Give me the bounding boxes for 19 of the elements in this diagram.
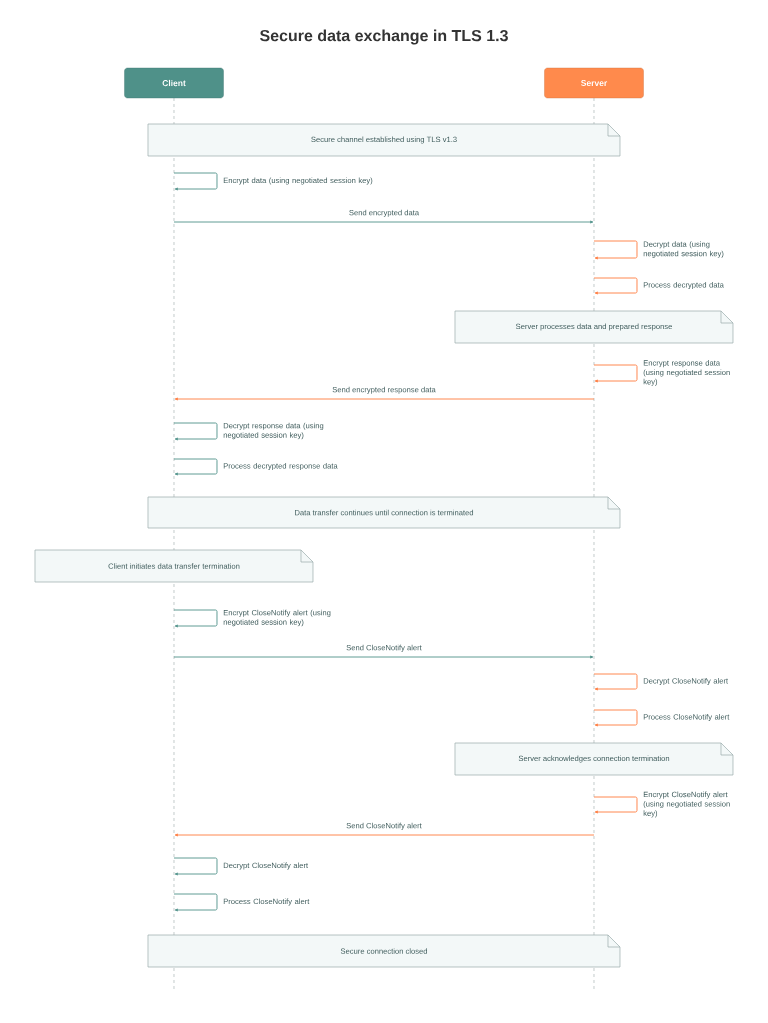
self-arrow [173, 422, 218, 441]
message-arrow [174, 397, 595, 401]
message-arrow [174, 833, 595, 837]
self-arrow [593, 796, 638, 814]
message-arrow [173, 655, 594, 659]
self-arrow [173, 458, 218, 476]
self-arrow [173, 172, 218, 191]
message-arrow [173, 220, 594, 224]
participant-box: Server [544, 67, 644, 99]
self-arrow [593, 709, 638, 727]
participant-box: Client [124, 67, 224, 99]
self-arrow [173, 609, 218, 628]
self-arrow [173, 893, 218, 912]
title: Secure data exchange in TLS 1.3 [259, 29, 508, 45]
self-arrow [593, 673, 638, 691]
self-arrow [593, 240, 638, 260]
self-arrow [593, 364, 638, 383]
self-arrow [173, 857, 218, 876]
self-arrow [593, 277, 638, 295]
